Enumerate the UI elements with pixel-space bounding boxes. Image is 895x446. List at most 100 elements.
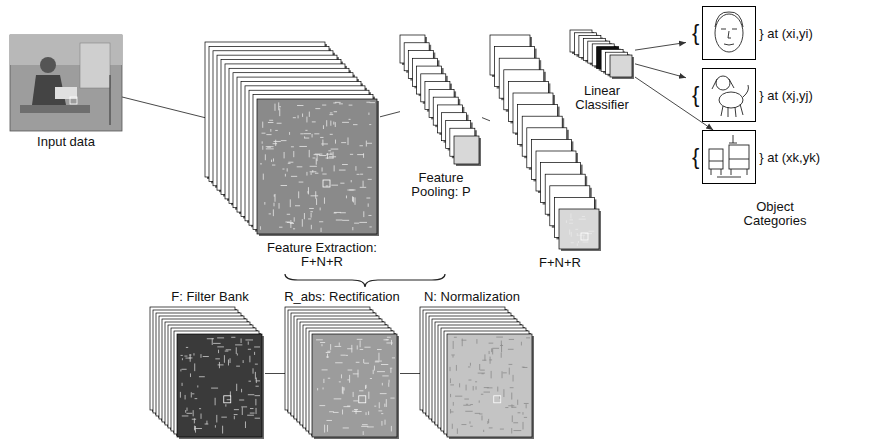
texture-stroke [192,419,196,420]
texture-stroke [329,156,336,157]
texture-stroke [583,235,584,239]
stage-label: F+N+R [530,256,590,270]
texture-stroke [461,424,466,425]
texture-stroke [317,388,318,390]
texture-stroke [330,134,333,135]
texture-stroke [243,360,244,363]
texture-stroke [245,339,253,340]
texture-stroke [484,354,485,360]
texture-stroke [342,122,349,123]
texture-stroke [478,373,485,374]
texture-stroke [333,152,334,159]
texture-stroke [462,339,463,347]
texture-stroke [226,349,231,350]
texture-stroke [334,165,335,171]
texture-stroke [342,387,343,394]
texture-stroke [453,341,454,349]
texture-stroke [484,387,489,388]
texture-stroke [364,363,369,364]
texture-stroke [297,166,303,167]
texture-stroke [511,428,512,433]
texture-stroke [378,353,379,361]
texture-stroke [374,406,376,407]
texture-stroke [578,241,579,243]
texture-stroke [451,354,454,355]
texture-stroke [324,425,325,433]
texture-stroke [566,220,567,223]
texture-stroke [249,356,250,363]
texture-stroke [380,393,387,394]
texture-stroke [342,164,348,165]
texture-stroke [278,102,279,110]
texture-stroke [279,108,280,116]
texture-stroke [328,150,331,151]
texture-stroke [570,213,571,218]
texture-stroke [571,232,572,237]
texture-stroke [190,373,191,377]
texture-stroke [311,195,319,196]
texture-stroke [310,211,313,212]
texture-stroke [329,114,333,115]
texture-stroke [218,364,224,365]
texture-stroke [470,426,473,427]
texture-stroke [189,357,193,358]
texture-stroke [476,386,477,389]
texture-stroke [330,121,331,126]
texture-stroke [321,143,328,144]
texture-stroke [392,357,395,358]
sofa [729,145,749,169]
texture-stroke [526,337,530,338]
texture-stroke [255,395,260,396]
texture-stroke [248,349,251,350]
texture-stroke [281,185,287,186]
texture-stroke [215,398,216,406]
texture-stroke [262,146,263,150]
texture-stroke [569,229,570,234]
texture-stroke [331,149,339,150]
texture-stroke [262,133,266,134]
texture-stroke [357,339,363,340]
texture-stroke [323,387,324,389]
texture-stroke [194,363,195,371]
stage-label: Linear Classifier [567,84,637,112]
photo-ground [10,35,122,131]
texture-stroke [311,172,312,175]
texture-stroke [340,183,344,184]
texture-stroke [391,426,392,432]
face-nose [728,31,731,38]
texture-stroke [320,137,323,138]
texture-stroke [335,102,341,103]
texture-stroke [327,354,328,358]
texture-stroke [454,337,457,338]
texture-stroke [360,174,363,175]
texture-stroke [305,138,310,139]
texture-stroke [322,105,326,106]
texture-stroke [187,408,188,411]
dog-body [719,92,743,108]
texture-stroke [497,387,498,392]
texture-stroke [277,123,282,124]
texture-stroke [351,180,352,182]
feature-map [312,334,397,437]
texture-stroke [270,129,271,132]
texture-stroke [358,370,359,378]
texture-stroke [322,140,323,147]
face-eyes [721,29,737,30]
texture-stroke [577,233,578,236]
texture-stroke [265,154,266,160]
receptive-field [70,97,77,104]
texture-stroke [247,415,254,416]
texture-stroke [361,426,368,427]
texture-stroke [357,154,364,155]
texture-stroke [281,140,287,141]
texture-stroke [451,411,454,412]
texture-stroke [215,358,220,359]
texture-stroke [353,400,358,401]
texture-stroke [351,345,352,353]
texture-stroke [315,154,323,155]
texture-stroke [195,426,196,433]
object-category: {} at (xk,yk) [686,130,820,184]
texture-stroke [389,380,390,383]
texture-stroke [327,351,330,352]
texture-stroke [297,105,303,106]
